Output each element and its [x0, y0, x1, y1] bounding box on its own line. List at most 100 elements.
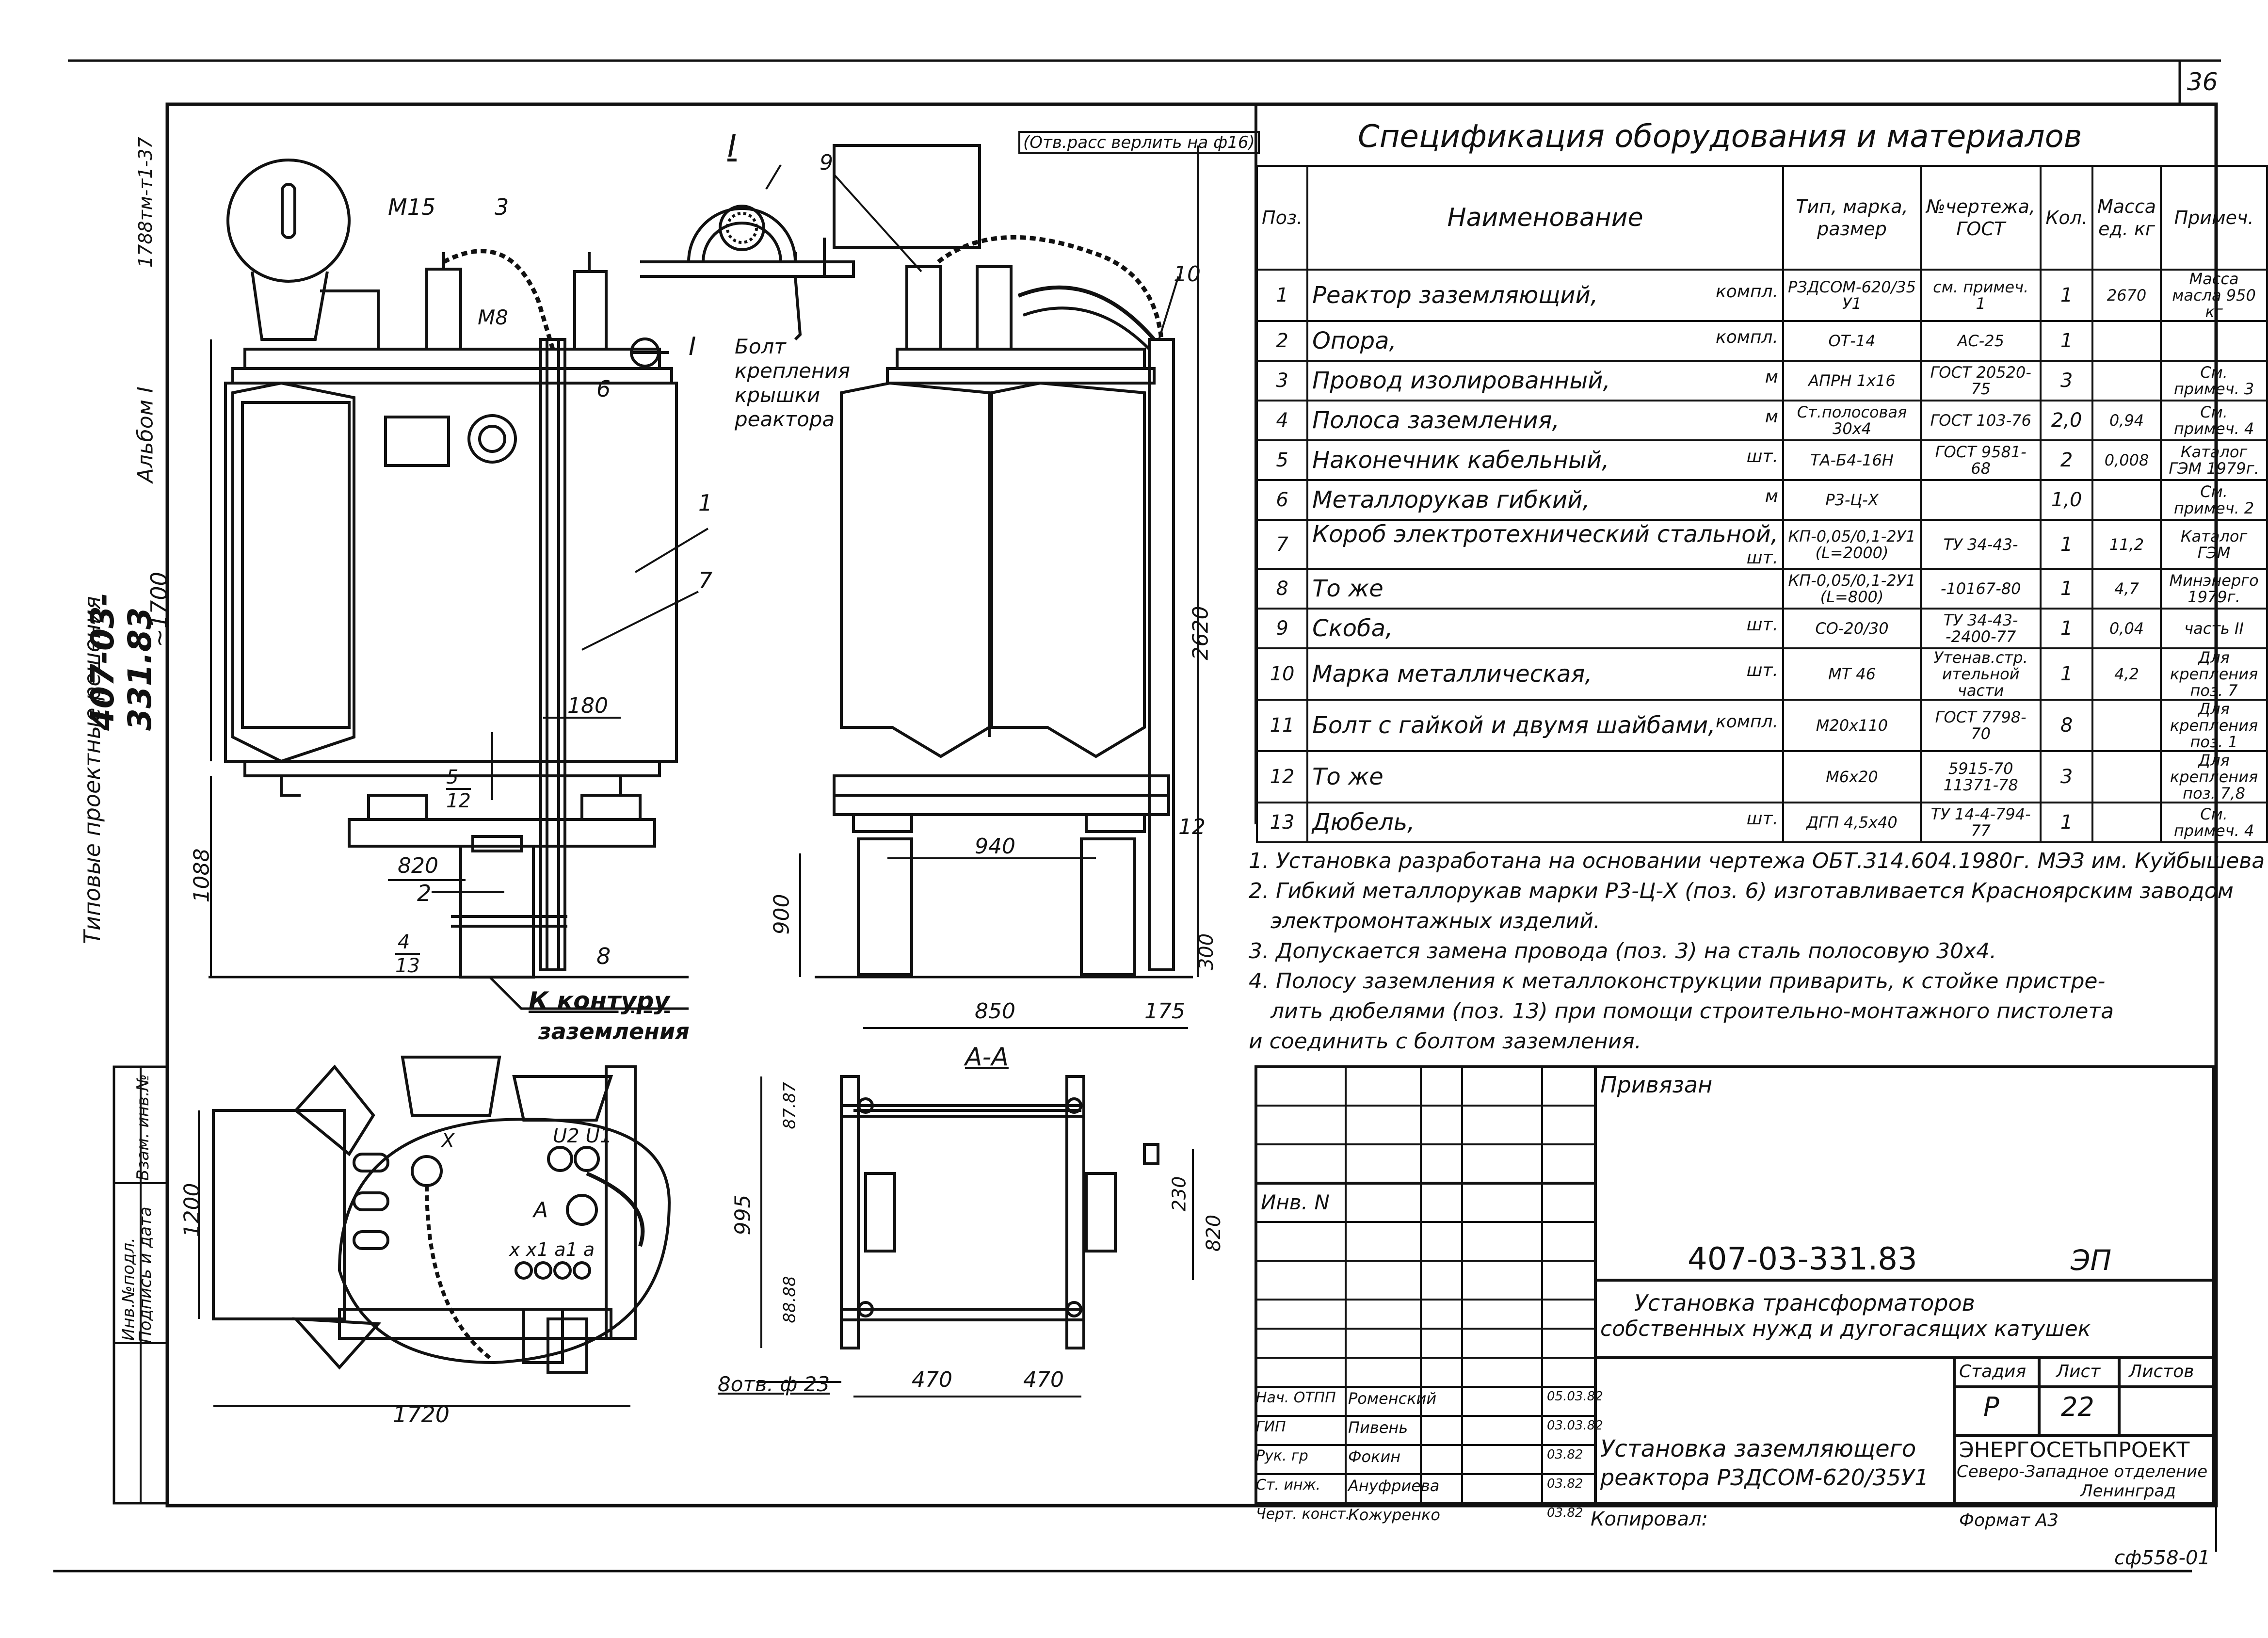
- label-pos-6: 6: [596, 376, 611, 402]
- spec-cell-unit: м: [1765, 486, 1778, 506]
- spec-cell-name-text: То же: [1312, 763, 1383, 790]
- label-pos-12: 12: [1178, 815, 1206, 839]
- spec-cell-mass-text: 0,008: [2104, 451, 2149, 469]
- label-M8: M8: [478, 305, 508, 329]
- signer-date: 03.82: [1547, 1447, 1583, 1462]
- spec-cell-type: М20х110: [1782, 699, 1922, 752]
- spec-cell-gost: см. примеч. 1: [1920, 269, 2042, 322]
- spec-cell-mass-text: 2670: [2107, 286, 2147, 305]
- spec-cell-pos: 4: [1255, 400, 1309, 441]
- spec-cell-type: АПРН 1х16: [1782, 360, 1922, 401]
- spec-cell-pos-text: 1: [1276, 284, 1288, 306]
- spec-cell-name-text: Опора,: [1312, 327, 1397, 354]
- spec-cell-name-text: Дюбель,: [1312, 809, 1415, 836]
- spec-cell-pos-text: 5: [1276, 449, 1288, 471]
- detail-I: [640, 205, 855, 341]
- spec-cell-note-text: Каталог ГЭМ: [2180, 527, 2248, 562]
- label-pos-3: 3: [495, 194, 509, 220]
- spec-cell-qty: 3: [2040, 360, 2093, 401]
- spec-cell-note: Масса масла 950 кг: [2160, 269, 2268, 322]
- spec-cell-name: Наконечник кабельный,шт.: [1306, 439, 1784, 481]
- spec-cell-name: Провод изолированный,м: [1306, 360, 1784, 401]
- spec-cell-unit: м: [1765, 407, 1778, 427]
- spec-cell-qty-text: 2: [2060, 449, 2073, 471]
- spec-cell-qty: 1: [2040, 568, 2093, 610]
- side-archive: 1788тм-т1-37: [135, 137, 156, 268]
- label-M15: M15: [388, 194, 436, 220]
- spec-cell-note-text: См. примеч. 2: [2173, 482, 2254, 517]
- spec-title: Спецификация оборудования и материалов: [1358, 119, 2082, 155]
- tb-sheet-label: Лист: [2056, 1362, 2101, 1381]
- label-pos-9: 9: [820, 150, 833, 175]
- spec-cell-gost-text: ТУ 34-43-: [1943, 535, 2018, 554]
- spec-cell-note-text: См. примеч. 4: [2173, 805, 2254, 840]
- label-pos-1: 1: [698, 490, 713, 516]
- dim-850: 850: [975, 999, 1015, 1024]
- spec-cell-note-text: Для крепления поз. 7: [2170, 648, 2258, 700]
- tb-stamp: сф558-01: [2114, 1547, 2210, 1569]
- spec-cell-name: Полоса заземления, м: [1306, 400, 1784, 441]
- signer-name: Роменский: [1348, 1389, 1437, 1408]
- spec-cell-type-text: СО-20/30: [1815, 619, 1889, 638]
- spec-cell-name-text: Полоса заземления,: [1312, 407, 1560, 434]
- spec-cell-name: Металлорукав гибкий,м: [1306, 479, 1784, 521]
- spec-cell-gost: ГОСТ 9581-68: [1920, 439, 2042, 481]
- spec-cell-gost-text: ГОСТ 20520-75: [1930, 363, 2031, 398]
- signer-date: 03.82: [1547, 1506, 1583, 1520]
- spec-cell-unit: шт.: [1746, 447, 1778, 466]
- dim-995: 995: [730, 1194, 756, 1236]
- spec-cell-qty-text: 1: [2060, 284, 2073, 306]
- spec-cell-name: Марка металлическая,шт.: [1306, 647, 1784, 701]
- side-col-inv: Инв.№подл.: [119, 1237, 138, 1341]
- dim-180: 180: [567, 693, 608, 718]
- dim-88-bottom: 88.88: [780, 1276, 800, 1323]
- spec-cell-gost: ГОСТ 20520-75: [1920, 360, 2042, 401]
- spec-cell-pos-text: 2: [1276, 330, 1288, 352]
- notes-block: 1. Установка разработана на основании че…: [1249, 846, 2265, 1057]
- spec-cell-pos: 5: [1255, 439, 1309, 481]
- spec-cell-mass: [2091, 360, 2162, 401]
- spec-cell-name-text: Скоба,: [1312, 615, 1393, 642]
- spec-header-row: Поз. Наименование Тип, марка, размер №че…: [1255, 165, 2268, 271]
- header-gost: №чертежа, ГОСТ: [1920, 165, 2042, 271]
- spec-cell-type: ТА-Б4-16Н: [1782, 439, 1922, 481]
- signer-date: 03.03.82: [1547, 1418, 1603, 1433]
- spec-cell-pos-text: 11: [1270, 714, 1295, 737]
- spec-cell-qty-text: 1: [2060, 533, 2073, 556]
- spec-cell-note-text: Для крепления поз. 1: [2170, 700, 2258, 751]
- note-2: 2. Гибкий металлорукав марки Р3-Ц-Х (поз…: [1249, 879, 2234, 903]
- spec-cell-gost: ГОСТ 7798-70: [1920, 699, 2042, 752]
- spec-cell-gost: ГОСТ 103-76: [1920, 400, 2042, 441]
- spec-cell-pos: 1: [1255, 269, 1309, 322]
- note-4: 4. Полосу заземления к металлоконструкци…: [1249, 969, 2106, 994]
- sheet-corner-number: 36: [2187, 68, 2218, 96]
- spec-cell-qty-text: 1: [2060, 663, 2073, 685]
- note-4-cont2: и соединить с болтом заземления.: [1249, 1029, 1641, 1054]
- ground-note-1: К контуру: [529, 987, 670, 1015]
- fraction-5-12-den: 12: [446, 788, 471, 812]
- spec-cell-name-text: Короб электротехнический стальной,: [1312, 521, 1778, 548]
- spec-cell-qty: 2,0: [2040, 400, 2093, 441]
- spec-cell-type: Ст.полосовая 30х4: [1782, 400, 1922, 441]
- fraction-5-12-num: 5: [446, 766, 459, 788]
- spec-cell-name-text: Провод изолированный,: [1312, 367, 1610, 394]
- bolt-note: Болт крепления крышки реактора: [735, 335, 851, 431]
- spec-cell-note: [2160, 320, 2268, 362]
- spec-cell-qty-text: 3: [2060, 766, 2073, 788]
- spec-cell-type: РЗДСОМ-620/35 У1: [1782, 269, 1922, 322]
- spec-table: Поз. Наименование Тип, марка, размер №че…: [1255, 165, 2268, 843]
- tb-title-1: Установка трансформаторов: [1634, 1290, 1975, 1316]
- spec-cell-type-text: АПРН 1х16: [1808, 371, 1896, 390]
- tb-drawing-title-2: реактора РЗДСОМ-620/35У1: [1600, 1464, 1929, 1491]
- spec-cell-gost-text: ГОСТ 103-76: [1930, 411, 2031, 430]
- nameplate: [384, 416, 450, 467]
- spec-cell-name-text: Болт с гайкой и двумя шайбами,: [1312, 712, 1716, 739]
- spec-cell-pos-text: 9: [1276, 617, 1288, 640]
- note-3: 3. Допускается замена провода (поз. 3) н…: [1249, 939, 1997, 964]
- tb-sheet-code: ЭП: [2071, 1244, 2112, 1277]
